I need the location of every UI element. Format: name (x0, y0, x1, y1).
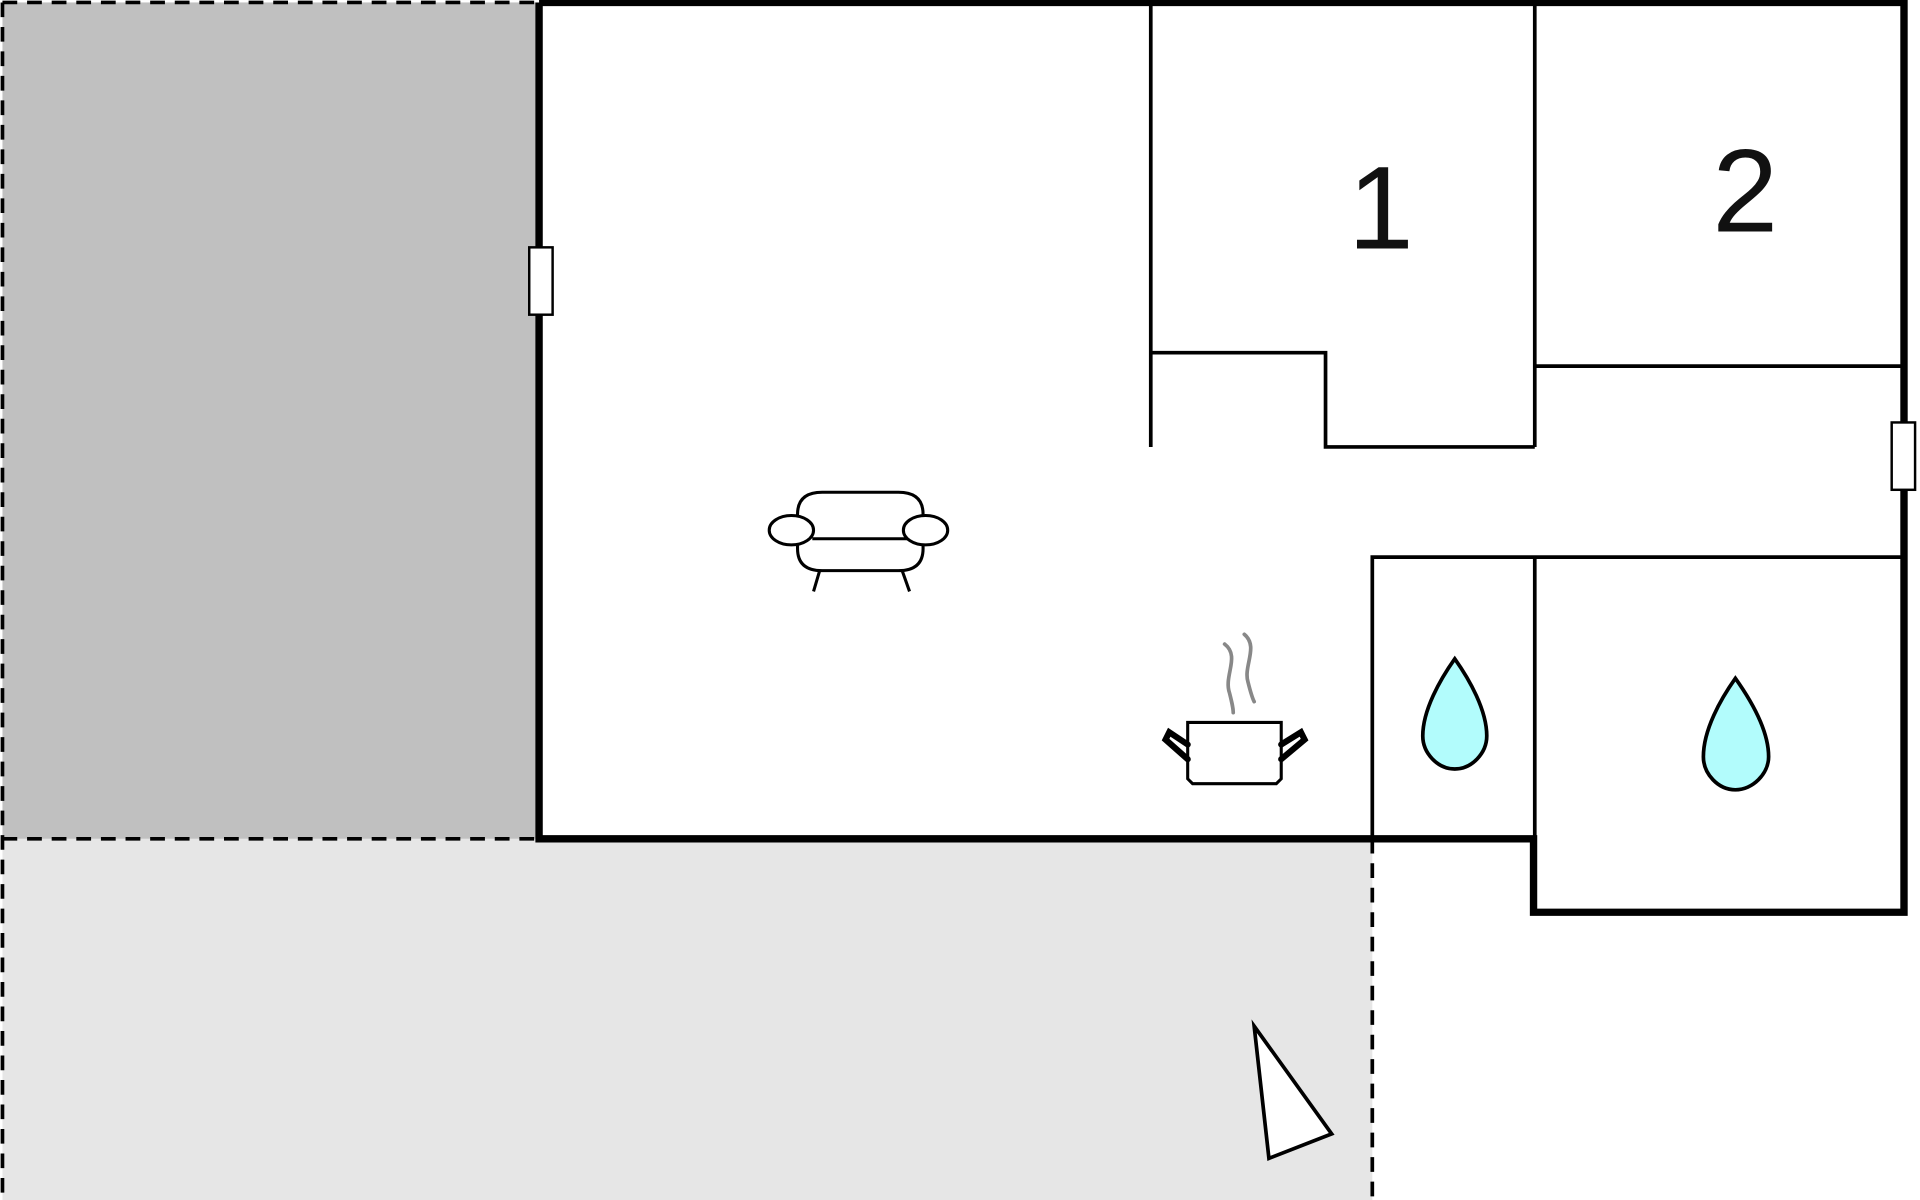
outdoor-area (2, 838, 1373, 1200)
interior-walls (1148, 2, 1904, 839)
exterior-walls (535, 0, 1908, 916)
covered-terrace (2, 2, 540, 839)
water-drop-icon (1701, 675, 1771, 792)
water-drop-icon (1420, 655, 1489, 771)
sofa-icon (767, 490, 950, 592)
outdoor-boundary (0, 0, 1375, 1200)
window-left (528, 246, 554, 316)
room-2-label: 2 (1712, 125, 1778, 257)
room-1-label: 1 (1348, 142, 1414, 274)
compass-arrow-icon (1251, 1019, 1335, 1161)
cooking-pot-icon (1161, 632, 1309, 786)
window-right (1890, 421, 1917, 492)
